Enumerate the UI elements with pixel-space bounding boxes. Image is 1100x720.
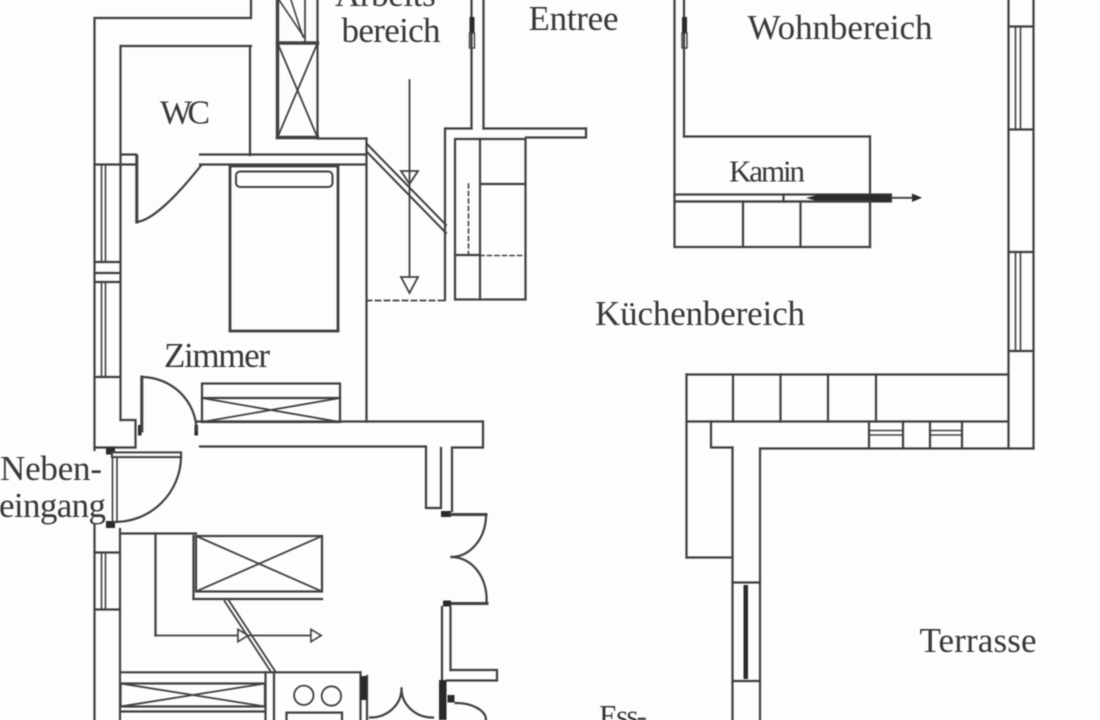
svg-text:Ess-: Ess- — [599, 698, 647, 720]
svg-text:Terrasse: Terrasse — [920, 621, 1037, 660]
svg-text:Wohnbereich: Wohnbereich — [748, 8, 934, 47]
svg-text:eingang: eingang — [0, 486, 106, 525]
svg-text:Kamin: Kamin — [729, 154, 806, 189]
svg-text:Neben-: Neben- — [0, 449, 102, 488]
svg-text:Zimmer: Zimmer — [164, 336, 270, 375]
svg-text:bereich: bereich — [342, 11, 442, 50]
svg-text:Entree: Entree — [529, 0, 619, 38]
svg-text:Küchenbereich: Küchenbereich — [595, 294, 806, 333]
svg-text:WC: WC — [160, 95, 210, 132]
svg-text:Arbeits-: Arbeits- — [335, 0, 447, 14]
